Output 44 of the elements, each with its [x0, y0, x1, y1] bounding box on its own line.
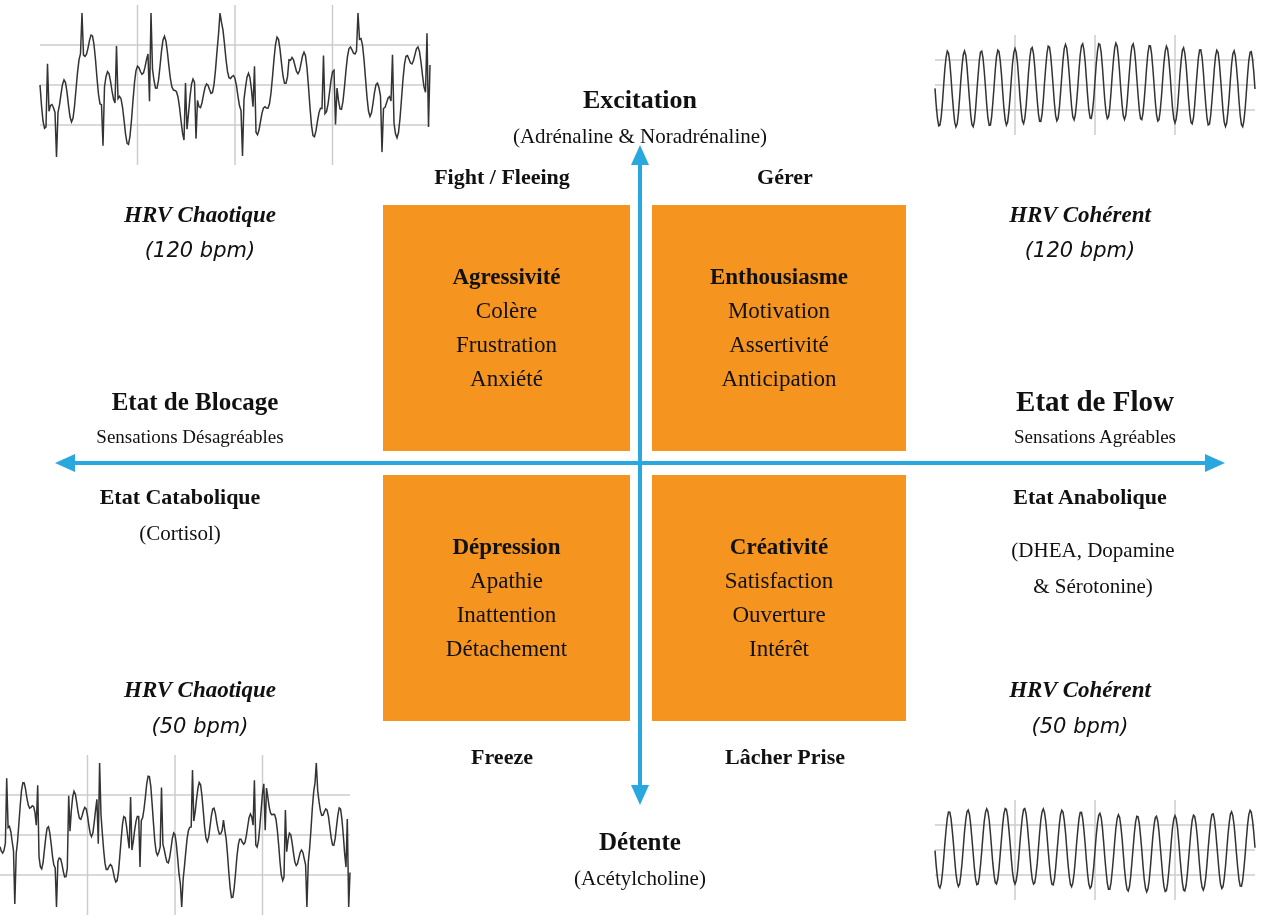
bpm-label: (120 bpm) — [144, 237, 256, 263]
response-label: Lâcher Prise — [725, 744, 845, 770]
bpm-label: (50 bpm) — [151, 713, 249, 739]
hrv-label: HRV Cohérent — [1009, 201, 1151, 229]
emotion-label: Inattention — [456, 601, 557, 629]
emotion-label: Ouverture — [732, 601, 826, 629]
emotion-label: Assertivité — [729, 331, 829, 359]
quadrant-heading: Agressivité — [452, 263, 561, 291]
hormone-label: (Acétylcholine) — [574, 865, 706, 891]
bpm-label: (50 bpm) — [1031, 713, 1129, 739]
hrv-label: HRV Chaotique — [124, 201, 276, 229]
response-label: Fight / Fleeing — [434, 164, 570, 190]
emotion-label: Anxiété — [470, 365, 543, 393]
axis-title: Etat de Flow — [1016, 385, 1174, 419]
quadrant-box — [383, 475, 630, 721]
quadrant-box — [652, 475, 906, 721]
axis-title: Etat de Blocage — [111, 387, 279, 417]
hrv-label: HRV Chaotique — [124, 676, 276, 704]
hormone-label: (DHEA, Dopamine & Sérotonine) — [1010, 537, 1176, 600]
response-label: Gérer — [757, 164, 813, 190]
axis-subtitle: Sensations Désagréables — [96, 426, 284, 448]
emotion-label: Frustration — [456, 331, 557, 359]
quadrant-heading: Dépression — [452, 533, 561, 561]
quadrant-box — [652, 205, 906, 451]
emotion-label: Motivation — [727, 297, 831, 325]
axis-subtitle: Sensations Agréables — [1014, 426, 1176, 448]
state-label: Etat Catabolique — [99, 484, 261, 510]
hormone-label: (Adrénaline & Noradrénaline) — [512, 123, 768, 149]
bpm-label: (120 bpm) — [1024, 237, 1136, 263]
emotion-label: Colère — [475, 297, 538, 325]
hrv-label: HRV Cohérent — [1009, 676, 1151, 704]
emotion-label: Apathie — [470, 567, 543, 595]
emotion-label: Anticipation — [721, 365, 837, 393]
response-label: Freeze — [471, 744, 533, 770]
emotion-label: Satisfaction — [724, 567, 834, 595]
quadrant-heading: Enthousiasme — [709, 263, 848, 291]
hormone-label: (Cortisol) — [139, 520, 221, 546]
axis-title: Détente — [599, 827, 681, 857]
emotion-label: Détachement — [445, 635, 568, 663]
axis-title: Excitation — [582, 85, 698, 115]
quadrant-heading: Créativité — [729, 533, 829, 561]
state-label: Etat Anabolique — [1013, 484, 1167, 510]
emotion-label: Intérêt — [749, 635, 809, 663]
quadrant-box — [383, 205, 630, 451]
